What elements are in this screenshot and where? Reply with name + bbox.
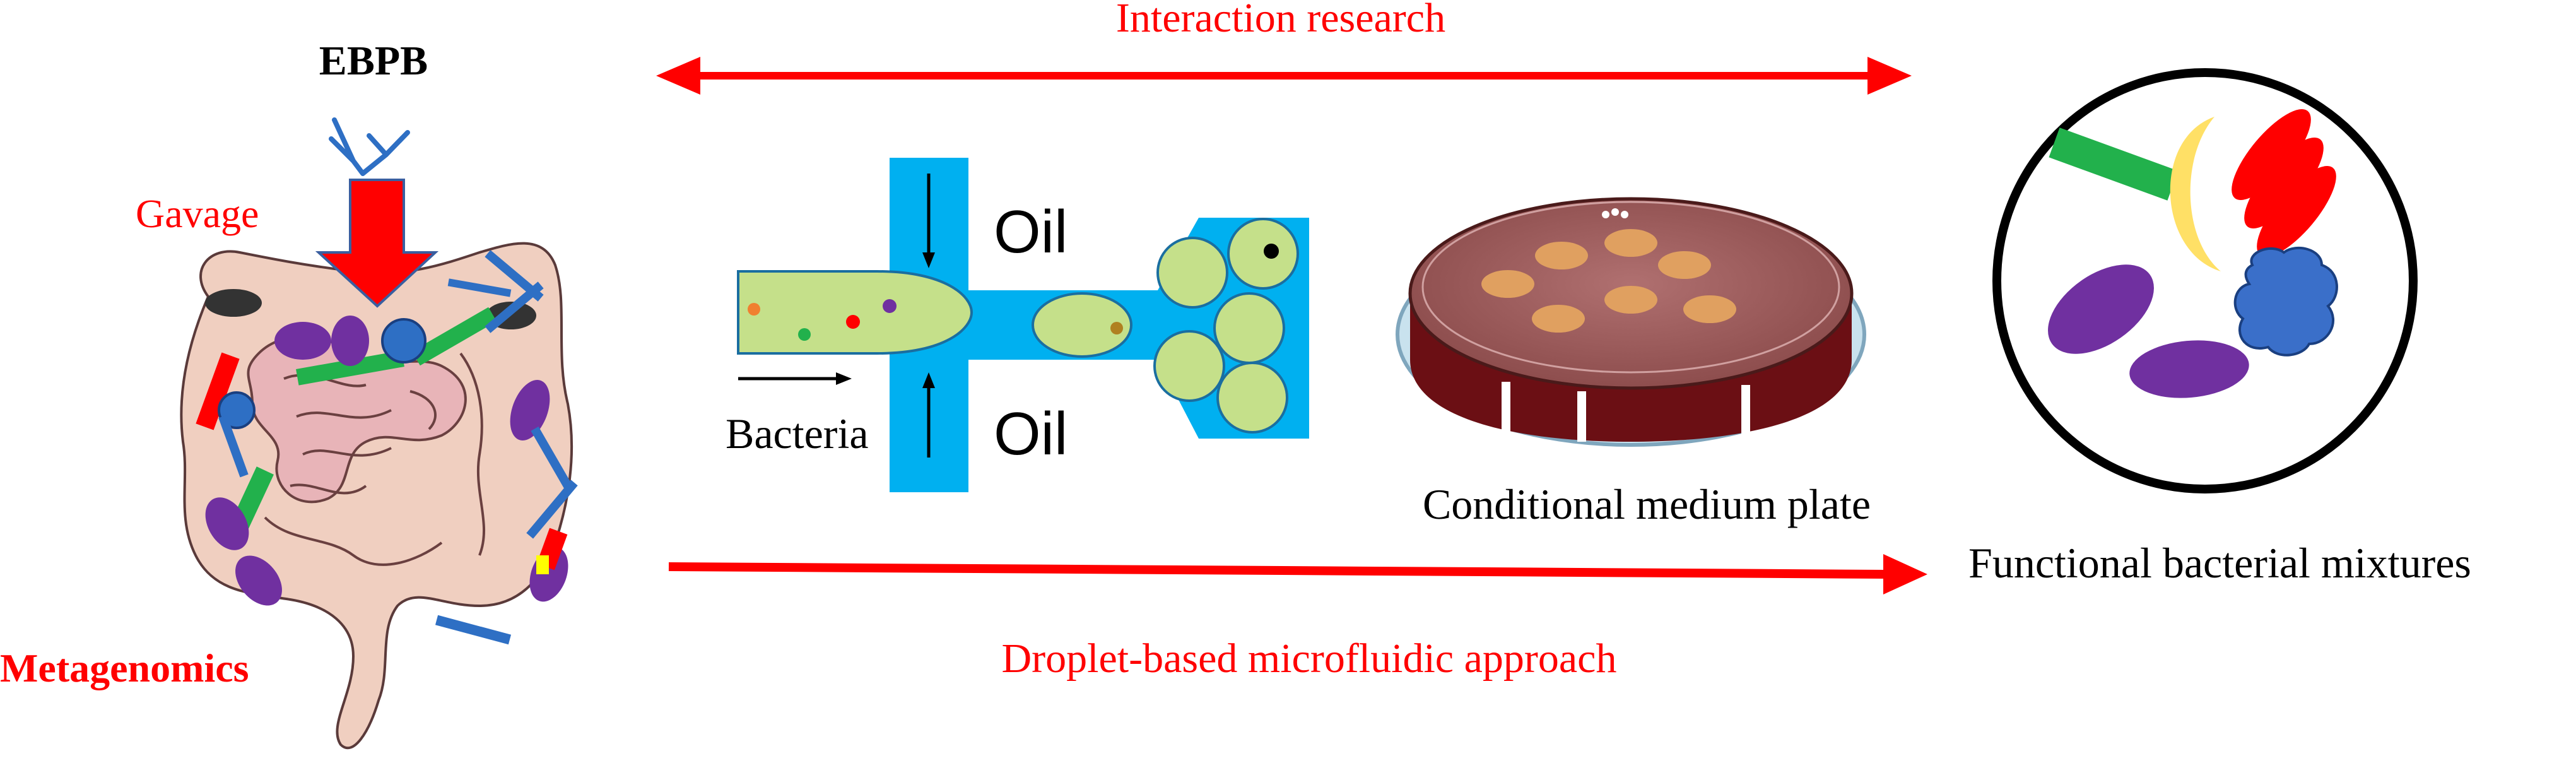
- interaction-research-arrow: [656, 57, 1912, 95]
- interaction-research-label: Interaction research: [1116, 0, 1445, 41]
- metagenomics-label: Metagenomics: [0, 646, 249, 690]
- bacterium-dot: [748, 303, 760, 316]
- bacteria-cluster-gut: [196, 250, 578, 645]
- bacterium-dot: [1110, 322, 1123, 334]
- bacterium-dot: [1264, 244, 1279, 259]
- bacteria-label: Bacteria: [726, 410, 869, 458]
- conditional-plate-label: Conditional medium plate: [1423, 480, 1871, 528]
- functional-mixtures-label: Functional bacterial mixtures: [1968, 539, 2471, 587]
- droplet-approach-arrow: [668, 554, 1927, 594]
- bacterium-dot: [798, 328, 811, 341]
- conditional-medium-plate-icon: [1396, 197, 1866, 447]
- bacterium-dot: [846, 315, 860, 329]
- microfluidic-chip: [737, 158, 1309, 492]
- oil-bottom-label: Oil: [994, 400, 1067, 468]
- ebpb-label: EBPB: [319, 38, 428, 84]
- gavage-down-arrow: [315, 179, 439, 308]
- oil-top-label: Oil: [994, 198, 1067, 266]
- ebpb-antibody-icon: [329, 117, 410, 176]
- bacterium-dot: [883, 299, 897, 313]
- droplet-approach-label: Droplet-based microfluidic approach: [1002, 635, 1617, 682]
- functional-mixture-circle: [1992, 68, 2418, 493]
- gavage-label: Gavage: [136, 191, 259, 236]
